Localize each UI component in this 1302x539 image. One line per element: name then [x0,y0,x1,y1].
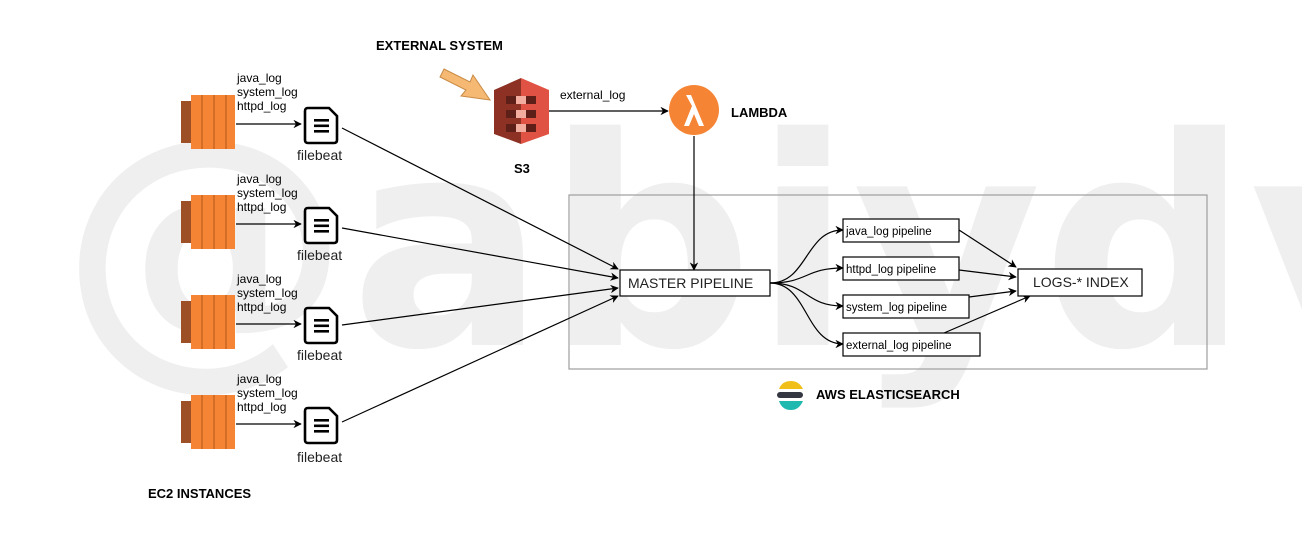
logs-index-label: LOGS-* INDEX [1033,274,1129,290]
edge-filebeat-to-master [341,284,619,326]
edge-master-to-system-pipeline [769,282,844,311]
ec2-row: java_log system_log httpd_log filebeat [181,272,619,363]
edge-filebeat-to-master [341,295,619,423]
logs-index-node: LOGS-* INDEX [1017,268,1143,297]
edge-system-to-index [968,287,1017,298]
ec2-instance-icon [181,195,235,249]
ec2-row: java_log system_log httpd_log filebeat [181,71,619,270]
log-system: system_log [237,386,298,400]
ec2-instance-icon [181,395,235,449]
pipeline-node-httpd: httpd_log pipeline [842,256,960,281]
edge-external-to-index [943,295,1031,334]
s3-label: S3 [514,161,530,176]
edge-master-to-httpd-pipeline [769,263,844,284]
lambda-icon [669,85,719,135]
external-input-arrow-icon [439,68,492,101]
elastic-logo-icon [777,381,803,410]
external-log-edge-label: external_log [560,88,625,102]
pipeline-label: system_log pipeline [846,302,947,314]
lambda-label: LAMBDA [731,105,788,120]
external-system-label: EXTERNAL SYSTEM [376,38,503,53]
edge-master-to-java-pipeline [769,225,844,284]
master-pipeline-label: MASTER PIPELINE [628,275,753,291]
log-httpd: httpd_log [237,300,286,314]
log-system: system_log [237,85,298,99]
edge-httpd-to-index [958,269,1017,281]
edge-filebeat-to-master [341,227,619,281]
log-java: java_log [236,172,282,186]
ec2-instances-label: EC2 INSTANCES [148,486,251,501]
filebeat-label: filebeat [297,247,342,263]
filebeat-label: filebeat [297,449,342,465]
ec2-instance-icon [181,295,235,349]
s3-bucket-icon [494,78,549,144]
ec2-instance-icon [181,95,235,149]
filebeat-label: filebeat [297,347,342,363]
edge-filebeat-to-master [341,127,619,270]
pipeline-node-java: java_log pipeline [842,218,960,243]
master-pipeline-node: MASTER PIPELINE [619,269,771,297]
pipeline-label: external_log pipeline [846,340,952,352]
pipeline-node-external: external_log pipeline [842,332,981,357]
ec2-row: java_log system_log httpd_log filebeat [181,295,619,465]
pipeline-label: httpd_log pipeline [846,264,936,276]
filebeat-label: filebeat [297,147,342,163]
log-java: java_log [236,71,282,85]
pipeline-node-system: system_log pipeline [842,294,970,319]
edge-java-to-index [958,229,1017,268]
document-icon [303,306,339,345]
pipeline-label: java_log pipeline [845,226,932,238]
log-httpd: httpd_log [237,200,286,214]
log-httpd: httpd_log [237,99,286,113]
log-java: java_log [236,372,282,386]
document-icon [303,206,339,245]
elasticsearch-container [568,194,1208,370]
aws-elasticsearch-label: AWS ELASTICSEARCH [816,387,960,402]
log-system: system_log [237,286,298,300]
edge-master-to-external-pipeline [769,282,844,349]
log-java: java_log [236,272,282,286]
ec2-row: java_log system_log httpd_log filebeat [181,172,619,281]
log-system: system_log [237,186,298,200]
ec2-instances-group: java_log system_log httpd_log filebeat [181,71,619,465]
document-icon [303,106,339,145]
log-httpd: httpd_log [237,400,286,414]
document-icon [303,406,339,445]
watermark-text: @abiydv [60,77,1302,414]
